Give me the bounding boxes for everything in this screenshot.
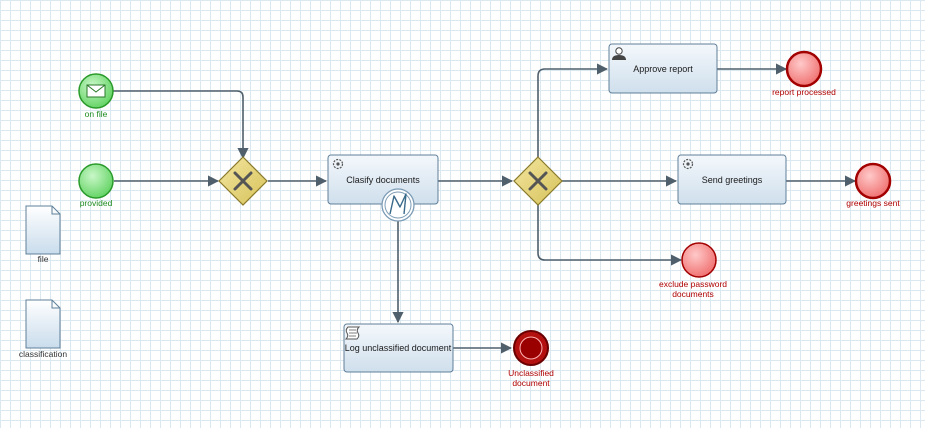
service-gear-icon — [682, 158, 694, 170]
message-icon — [86, 84, 106, 98]
data-object-classification-label: classification — [19, 349, 67, 359]
end-event-unclassified-document[interactable]: Unclassified document — [508, 330, 554, 388]
task-approve-report[interactable]: Approve report — [608, 43, 718, 94]
error-icon — [389, 193, 407, 215]
flow-gateway2-to-approve[interactable] — [537, 63, 609, 157]
task-send-greetings[interactable]: Send greetings — [677, 154, 787, 205]
data-object-file-label: file — [38, 254, 49, 264]
data-object-classification[interactable]: classification — [19, 299, 67, 359]
end-event-exclude-password-documents[interactable]: exclude password documents — [659, 242, 727, 299]
task-approve-report-label: Approve report — [633, 64, 693, 74]
x-icon — [233, 171, 253, 191]
boundary-error-event[interactable] — [381, 188, 415, 222]
end-event-report-processed[interactable]: report processed — [772, 50, 836, 97]
flow-onfile-to-gateway1[interactable] — [113, 90, 249, 160]
x-icon — [528, 171, 548, 191]
end-event-exclude-label-line2: documents — [672, 289, 714, 299]
task-classify-documents-label: Clasify documents — [346, 175, 420, 185]
user-icon — [612, 47, 626, 60]
exclusive-gateway-2[interactable] — [513, 156, 563, 206]
end-event-greetings-sent[interactable]: greetings sent — [846, 162, 900, 208]
end-event-exclude-label-line1: exclude password — [659, 279, 727, 289]
data-object-file[interactable]: file — [25, 205, 61, 264]
start-event-on-file[interactable]: on file — [78, 73, 114, 119]
exclusive-gateway-1[interactable] — [218, 156, 268, 206]
end-event-report-processed-label: report processed — [772, 87, 836, 97]
start-event-provided[interactable]: provided — [78, 163, 114, 208]
task-log-unclassified-document[interactable]: Log unclassified document — [343, 323, 454, 373]
task-log-label: Log unclassified document — [345, 343, 452, 353]
flow-gateway2-to-exclude-end[interactable] — [537, 205, 683, 266]
script-icon — [344, 326, 361, 340]
task-send-greetings-label: Send greetings — [702, 175, 763, 185]
end-event-greetings-sent-label: greetings sent — [846, 198, 900, 208]
end-event-unclassified-label-line2: document — [512, 378, 550, 388]
start-event-on-file-label: on file — [85, 109, 108, 119]
service-gear-icon — [332, 158, 344, 170]
end-event-unclassified-label-line1: Unclassified — [508, 368, 554, 378]
sequence-flows — [113, 63, 857, 354]
task-classify-documents[interactable]: Clasify documents — [327, 154, 439, 205]
start-event-provided-label: provided — [80, 198, 113, 208]
